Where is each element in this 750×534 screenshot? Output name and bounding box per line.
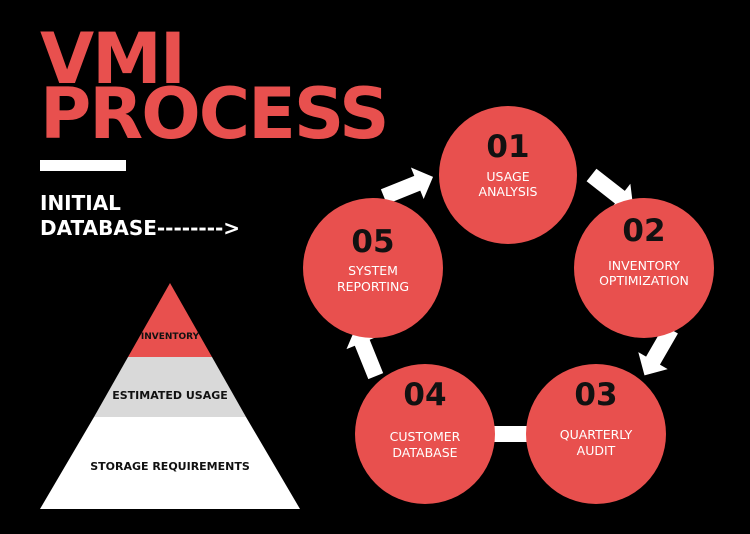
pyramid-label-estimated-usage: ESTIMATED USAGE bbox=[112, 389, 228, 402]
step-circle bbox=[574, 198, 714, 338]
step-label-line1: SYSTEM bbox=[348, 263, 398, 278]
title-line2: PROCESS bbox=[40, 73, 390, 155]
pyramid-tier-estimated-usage bbox=[94, 357, 246, 417]
step-circle bbox=[303, 198, 443, 338]
step-04: 04 CUSTOMER DATABASE bbox=[355, 364, 495, 504]
step-circle bbox=[439, 106, 577, 244]
pyramid-tier-storage-requirements bbox=[40, 417, 300, 509]
step-circle bbox=[526, 364, 666, 504]
initial-database-line2: DATABASE--------> bbox=[40, 216, 241, 240]
step-number: 02 bbox=[622, 213, 665, 249]
initial-database-line1: INITIAL bbox=[40, 191, 121, 215]
pyramid-label-inventory: INVENTORY bbox=[141, 332, 200, 342]
pyramid-label-storage-requirements: STORAGE REQUIREMENTS bbox=[90, 460, 250, 473]
step-label-line1: QUARTERLY bbox=[560, 427, 633, 442]
pyramid-tier-inventory bbox=[128, 283, 212, 357]
title-underline bbox=[40, 160, 126, 171]
step-01: 01 USAGE ANALYSIS bbox=[439, 106, 577, 244]
step-05: 05 SYSTEM REPORTING bbox=[303, 198, 443, 338]
step-label-line2: DATABASE bbox=[392, 445, 457, 460]
step-label-line2: OPTIMIZATION bbox=[599, 273, 689, 288]
title-line1: VMI bbox=[40, 18, 186, 100]
step-label-line2: REPORTING bbox=[337, 279, 409, 294]
step-label-line2: AUDIT bbox=[577, 443, 616, 458]
step-number: 01 bbox=[486, 129, 529, 165]
step-label-line2: ANALYSIS bbox=[479, 184, 538, 199]
step-label-line1: INVENTORY bbox=[608, 258, 680, 273]
step-label-line1: CUSTOMER bbox=[390, 429, 461, 444]
step-number: 04 bbox=[403, 377, 446, 413]
step-03: 03 QUARTERLY AUDIT bbox=[526, 364, 666, 504]
step-02: 02 INVENTORY OPTIMIZATION bbox=[574, 198, 714, 338]
step-circle bbox=[355, 364, 495, 504]
step-number: 05 bbox=[351, 224, 394, 260]
step-label-line1: USAGE bbox=[486, 169, 529, 184]
step-number: 03 bbox=[574, 377, 617, 413]
pyramid: INVENTORY ESTIMATED USAGE STORAGE REQUIR… bbox=[40, 283, 300, 509]
